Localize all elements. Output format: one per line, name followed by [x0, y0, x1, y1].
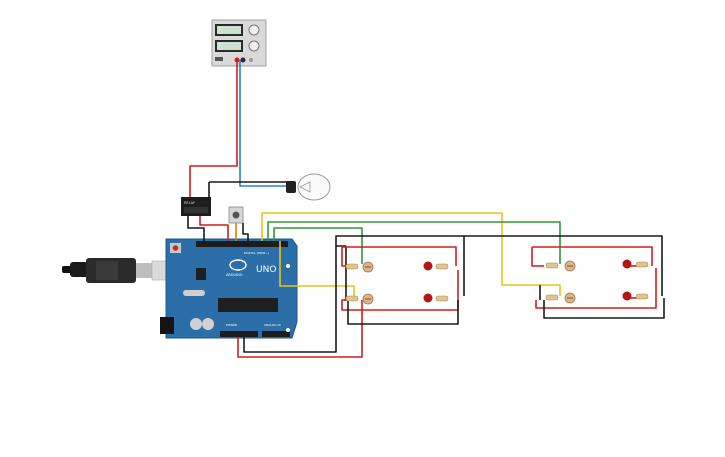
photoresistor-icon[interactable] [362, 293, 374, 305]
analog-label: ANALOG IN [264, 323, 281, 327]
power-jack [160, 317, 174, 334]
resistor-icon [345, 295, 359, 302]
resistor-icon [635, 261, 649, 268]
resistor-icon [435, 295, 449, 302]
arduino-logo-icon [229, 259, 247, 271]
relay-module[interactable]: RELAY [181, 197, 211, 216]
pushbutton-icon[interactable] [228, 206, 244, 224]
usb-cable-icon [62, 258, 167, 283]
board-logo-text: UNO [256, 265, 276, 275]
analog-header [262, 331, 290, 337]
power-header [220, 331, 258, 337]
arduino-uno-board[interactable]: UNO ARDUINO DIGITAL (PWM~) POWER ANALOG … [160, 238, 298, 339]
resistor-icon [545, 262, 559, 269]
photoresistor-icon[interactable] [564, 260, 576, 272]
resistor-icon [545, 294, 559, 301]
photoresistor-icon[interactable] [564, 292, 576, 304]
digital-label: DIGITAL (PWM~) [244, 251, 269, 255]
power-label: POWER [226, 323, 237, 327]
wires [187, 60, 665, 358]
photoresistor-icon[interactable] [362, 261, 374, 273]
resistor-icon [345, 263, 359, 270]
led-icon[interactable] [423, 293, 449, 303]
light-bulb-icon[interactable] [286, 173, 331, 201]
microcontroller-chip [218, 298, 278, 312]
resistor-icon [435, 263, 449, 270]
resistor-icon [635, 293, 649, 300]
led-icon[interactable] [622, 259, 649, 269]
digital-header [196, 241, 288, 247]
power-supply-icon[interactable] [211, 19, 267, 67]
led-icon[interactable] [622, 291, 649, 301]
relay-label: RELAY [184, 201, 196, 205]
led-icon[interactable] [423, 261, 449, 271]
board-brand-text: ARDUINO [226, 273, 243, 277]
